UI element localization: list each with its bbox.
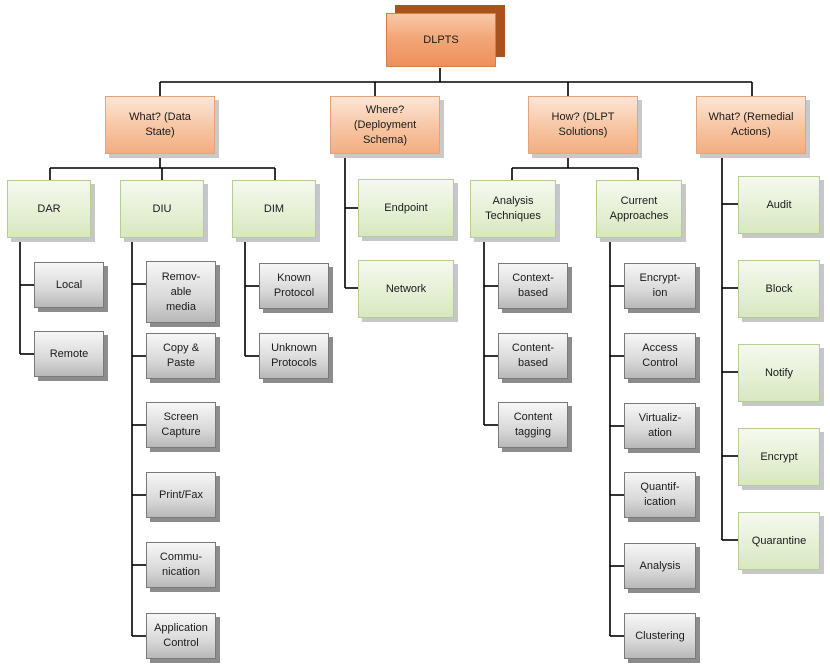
node-what-data-state: What? (Data State)	[105, 96, 215, 154]
node-current-approaches: Current Approaches	[596, 180, 682, 238]
node-quantification: Quantif- ication	[624, 472, 696, 518]
node-remote: Remote	[34, 331, 104, 377]
node-copy-paste: Copy & Paste	[146, 333, 216, 379]
node-notify: Notify	[738, 344, 820, 402]
node-endpoint: Endpoint	[358, 179, 454, 237]
node-where-deployment-schema: Where? (Deployment Schema)	[330, 96, 440, 154]
node-analysis: Analysis	[624, 543, 696, 589]
node-audit: Audit	[738, 176, 820, 234]
node-dar: DAR	[7, 180, 91, 238]
node-content-tagging: Content tagging	[498, 402, 568, 448]
node-context-based: Context- based	[498, 263, 568, 309]
node-diu: DIU	[120, 180, 204, 238]
node-encrypt: Encrypt	[738, 428, 820, 486]
node-dim: DIM	[232, 180, 316, 238]
node-known-protocol: Known Protocol	[259, 263, 329, 309]
node-how-dlpt-solutions: How? (DLPT Solutions)	[528, 96, 638, 154]
node-virtualization: Virtualiz- ation	[624, 403, 696, 449]
node-print-fax: Print/Fax	[146, 472, 216, 518]
node-access-control: Access Control	[624, 333, 696, 379]
node-quarantine: Quarantine	[738, 512, 820, 570]
root-node: DLPTS	[386, 13, 496, 67]
node-content-based: Content- based	[498, 333, 568, 379]
node-communication: Commu- nication	[146, 542, 216, 588]
node-screen-capture: Screen Capture	[146, 402, 216, 448]
node-block: Block	[738, 260, 820, 318]
node-unknown-protocols: Unknown Protocols	[259, 333, 329, 379]
node-removable-media: Remov- able media	[146, 261, 216, 323]
node-encryption: Encrypt- ion	[624, 263, 696, 309]
node-local: Local	[34, 262, 104, 308]
node-application-control: Application Control	[146, 613, 216, 659]
node-network: Network	[358, 260, 454, 318]
node-what-remedial-actions: What? (Remedial Actions)	[696, 96, 806, 154]
node-analysis-techniques: Analysis Techniques	[470, 180, 556, 238]
node-clustering: Clustering	[624, 613, 696, 659]
